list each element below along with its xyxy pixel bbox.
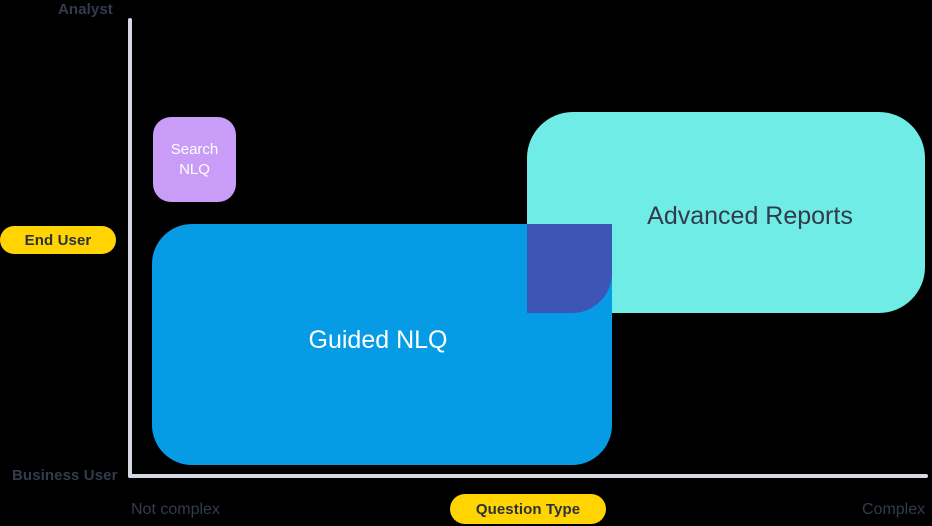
- block-advanced-reports-label: Advanced Reports: [647, 202, 853, 230]
- block-search-nlq-line2: NLQ: [179, 160, 210, 178]
- block-search-nlq-label: Search NLQ: [171, 140, 219, 179]
- x-axis-badge-question-type: Question Type: [450, 494, 606, 524]
- block-search-nlq-line1: Search: [170, 141, 219, 158]
- y-axis-line: [128, 18, 132, 478]
- block-guided-nlq[interactable]: Guided NLQ: [152, 224, 612, 465]
- y-axis-badge-end-user: End User: [0, 226, 116, 254]
- x-axis-left-label: Not complex: [131, 501, 220, 518]
- block-guided-nlq-label: Guided NLQ: [308, 326, 448, 354]
- y-axis-top-label: Analyst: [58, 1, 113, 18]
- x-axis-line: [128, 474, 928, 478]
- x-axis-right-label: Complex: [862, 501, 926, 518]
- y-axis-bottom-label: Business User: [12, 467, 118, 484]
- block-search-nlq[interactable]: Search NLQ: [153, 117, 236, 202]
